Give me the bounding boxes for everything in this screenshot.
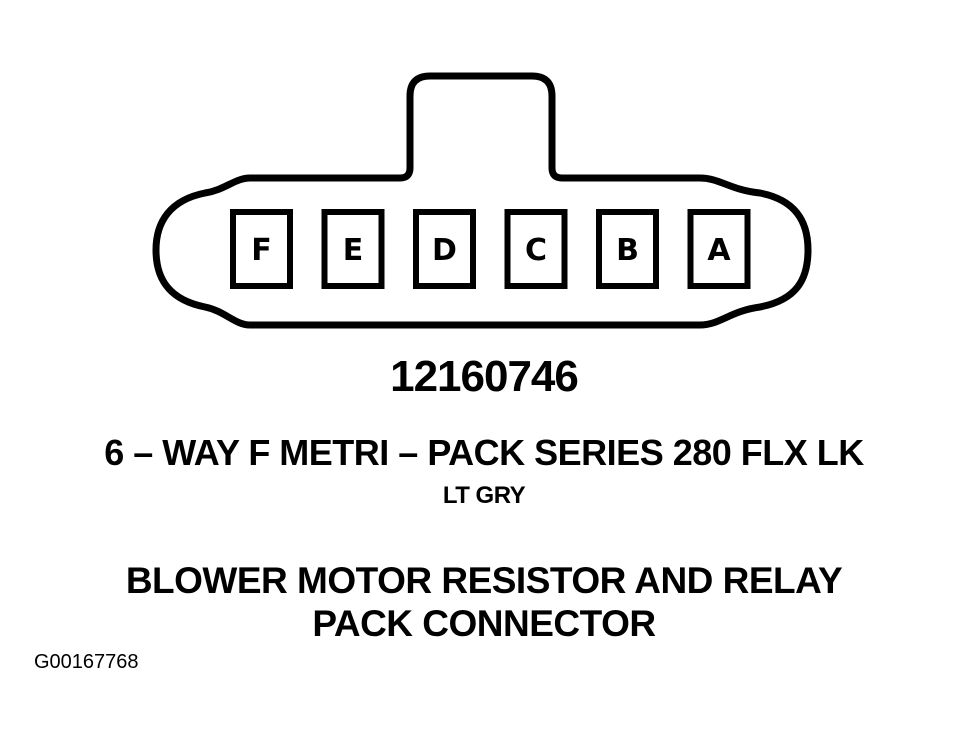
pin-cavity-d xyxy=(413,209,476,289)
pin-label-f: F xyxy=(251,233,272,268)
pin-cavity-f xyxy=(230,209,293,289)
pin-label-e: E xyxy=(343,233,364,268)
pin-cavity-a xyxy=(687,209,751,289)
diagram-title-line-1: BLOWER MOTOR RESISTOR AND RELAY xyxy=(125,560,843,601)
pin-label-a: A xyxy=(707,233,731,268)
connector-housing xyxy=(152,72,812,329)
connector-color: LT GRY xyxy=(442,482,526,509)
pin-label-d: D xyxy=(432,233,457,268)
pin-label-c: C xyxy=(525,233,547,268)
pin-cavity-c xyxy=(504,209,568,289)
connector-spec: 6 – WAY F METRI – PACK SERIES 280 FLX LK xyxy=(104,432,864,473)
pin-cavity-b xyxy=(596,209,659,289)
part-number: 12160746 xyxy=(390,352,579,401)
diagram-title-line-2: PACK CONNECTOR xyxy=(312,603,656,644)
figure-id: G00167768 xyxy=(34,651,139,673)
pin-label-b: B xyxy=(616,233,639,268)
pin-cavity-e xyxy=(321,209,385,289)
